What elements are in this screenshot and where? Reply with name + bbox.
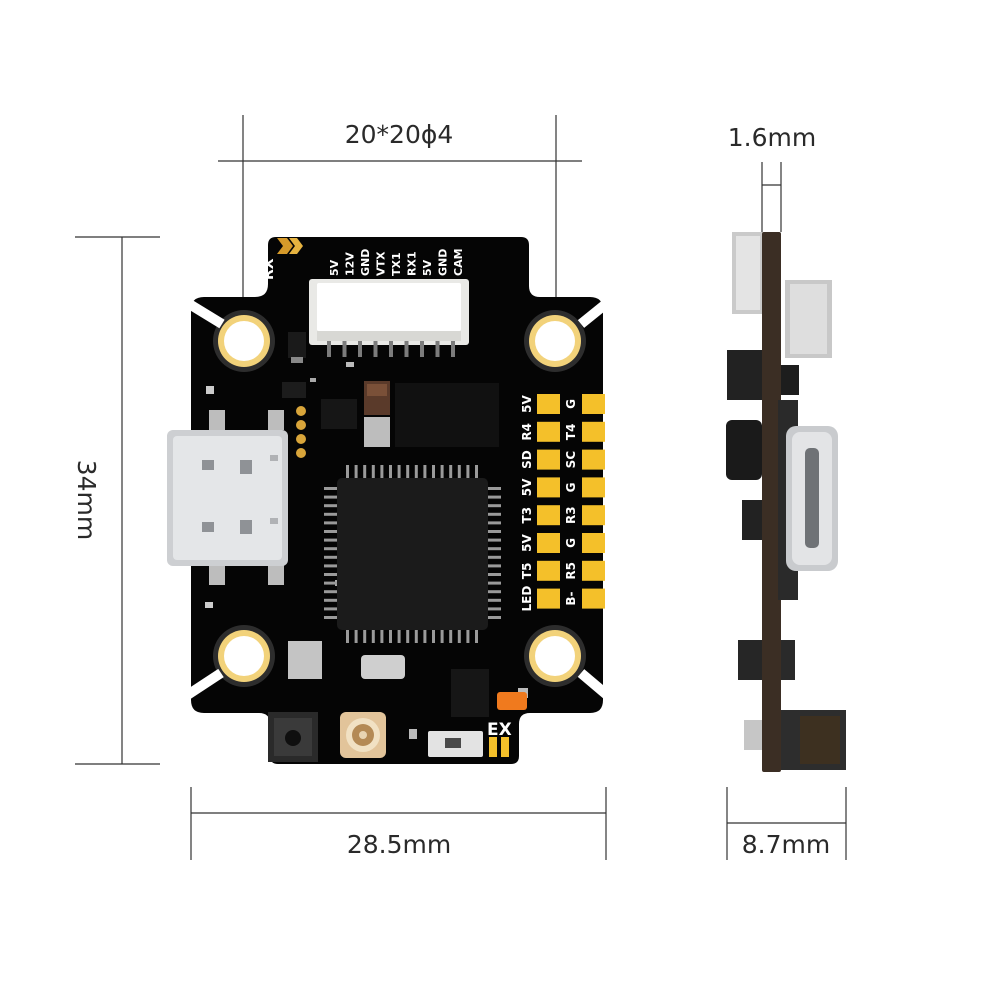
pad-label: SD (520, 450, 534, 469)
pad-label: SC (564, 451, 578, 469)
pad-label: B- (564, 592, 578, 606)
mount-hole-top-right (524, 310, 586, 372)
pad-label: R4 (520, 423, 534, 441)
mcu-chip (324, 465, 501, 643)
bottom-connector (268, 712, 318, 762)
solder-pad (582, 477, 605, 498)
solder-pad (582, 533, 605, 553)
solder-pad (537, 505, 560, 526)
solder-pad (537, 477, 560, 498)
status-led (497, 692, 527, 710)
width-label: 28.5mm (347, 830, 451, 859)
solder-pad (537, 394, 560, 414)
connector-pin (342, 341, 347, 357)
rx-label: RX (261, 258, 277, 280)
solder-pad (582, 588, 605, 609)
mount-hole-bottom-right (524, 625, 586, 687)
mount-pattern-label: 20*20ϕ4 (345, 120, 454, 149)
side-dimension-lines (726, 162, 847, 860)
top-pin-label: RX1 (406, 251, 419, 276)
thickness-label: 1.6mm (728, 123, 816, 152)
top-pin-label: 12V (344, 252, 357, 276)
connector-pin (451, 341, 455, 357)
connector-pin (327, 341, 331, 357)
top-connector (309, 279, 469, 357)
ufl-antenna-connector-icon (340, 712, 386, 758)
height-label: 34mm (72, 460, 101, 541)
connector-pin (435, 341, 440, 357)
pad-label: R5 (564, 562, 578, 580)
pad-label: G (564, 399, 578, 409)
solder-pad (582, 505, 605, 526)
pad-label: 5V (520, 394, 534, 412)
pad-label: R3 (564, 506, 578, 524)
pad-label: G (564, 482, 578, 492)
top-pin-label: 5V (421, 259, 434, 276)
top-pin-label: TX1 (390, 252, 403, 276)
pad-label: 5V (520, 478, 534, 496)
top-pin-label: CAM (452, 248, 465, 276)
solder-pad (537, 533, 560, 553)
pad-label: T4 (564, 424, 578, 441)
solder-pad (582, 394, 605, 414)
pad-label: T5 (520, 563, 534, 580)
test-points (296, 406, 306, 458)
solder-pad (582, 421, 605, 442)
pad-label: LED (520, 586, 534, 612)
mount-hole-top-left (213, 310, 275, 372)
front-dimension-lines (75, 115, 607, 860)
solder-pad (537, 449, 560, 470)
usb-c-connector-icon (167, 410, 288, 585)
solder-pad (537, 588, 560, 609)
solder-pad (582, 449, 605, 470)
rx-marker-icon (277, 238, 303, 254)
pad-label: T3 (520, 507, 534, 524)
connector-pin (404, 341, 409, 357)
solder-pad (582, 560, 605, 581)
boot-button-icon[interactable] (428, 731, 483, 757)
solder-pads (537, 394, 605, 609)
depth-label: 8.7mm (742, 830, 830, 859)
top-pin-label: VTX (375, 251, 388, 276)
top-pin-label: GND (359, 249, 372, 276)
ex-marker-icon (489, 737, 509, 757)
connector-pin (373, 341, 378, 357)
connector-pin (358, 341, 362, 357)
connector-pin (420, 341, 424, 357)
ex-label: EX (487, 720, 512, 740)
solder-pad (537, 560, 560, 581)
side-view (726, 232, 846, 772)
pad-label: G (564, 538, 578, 548)
top-pin-label: 5V (328, 259, 341, 276)
top-pin-label: GND (437, 249, 450, 276)
connector-pin (389, 341, 393, 357)
mount-hole-bottom-left (213, 625, 275, 687)
solder-pad (537, 421, 560, 442)
pad-label: 5V (520, 533, 534, 551)
